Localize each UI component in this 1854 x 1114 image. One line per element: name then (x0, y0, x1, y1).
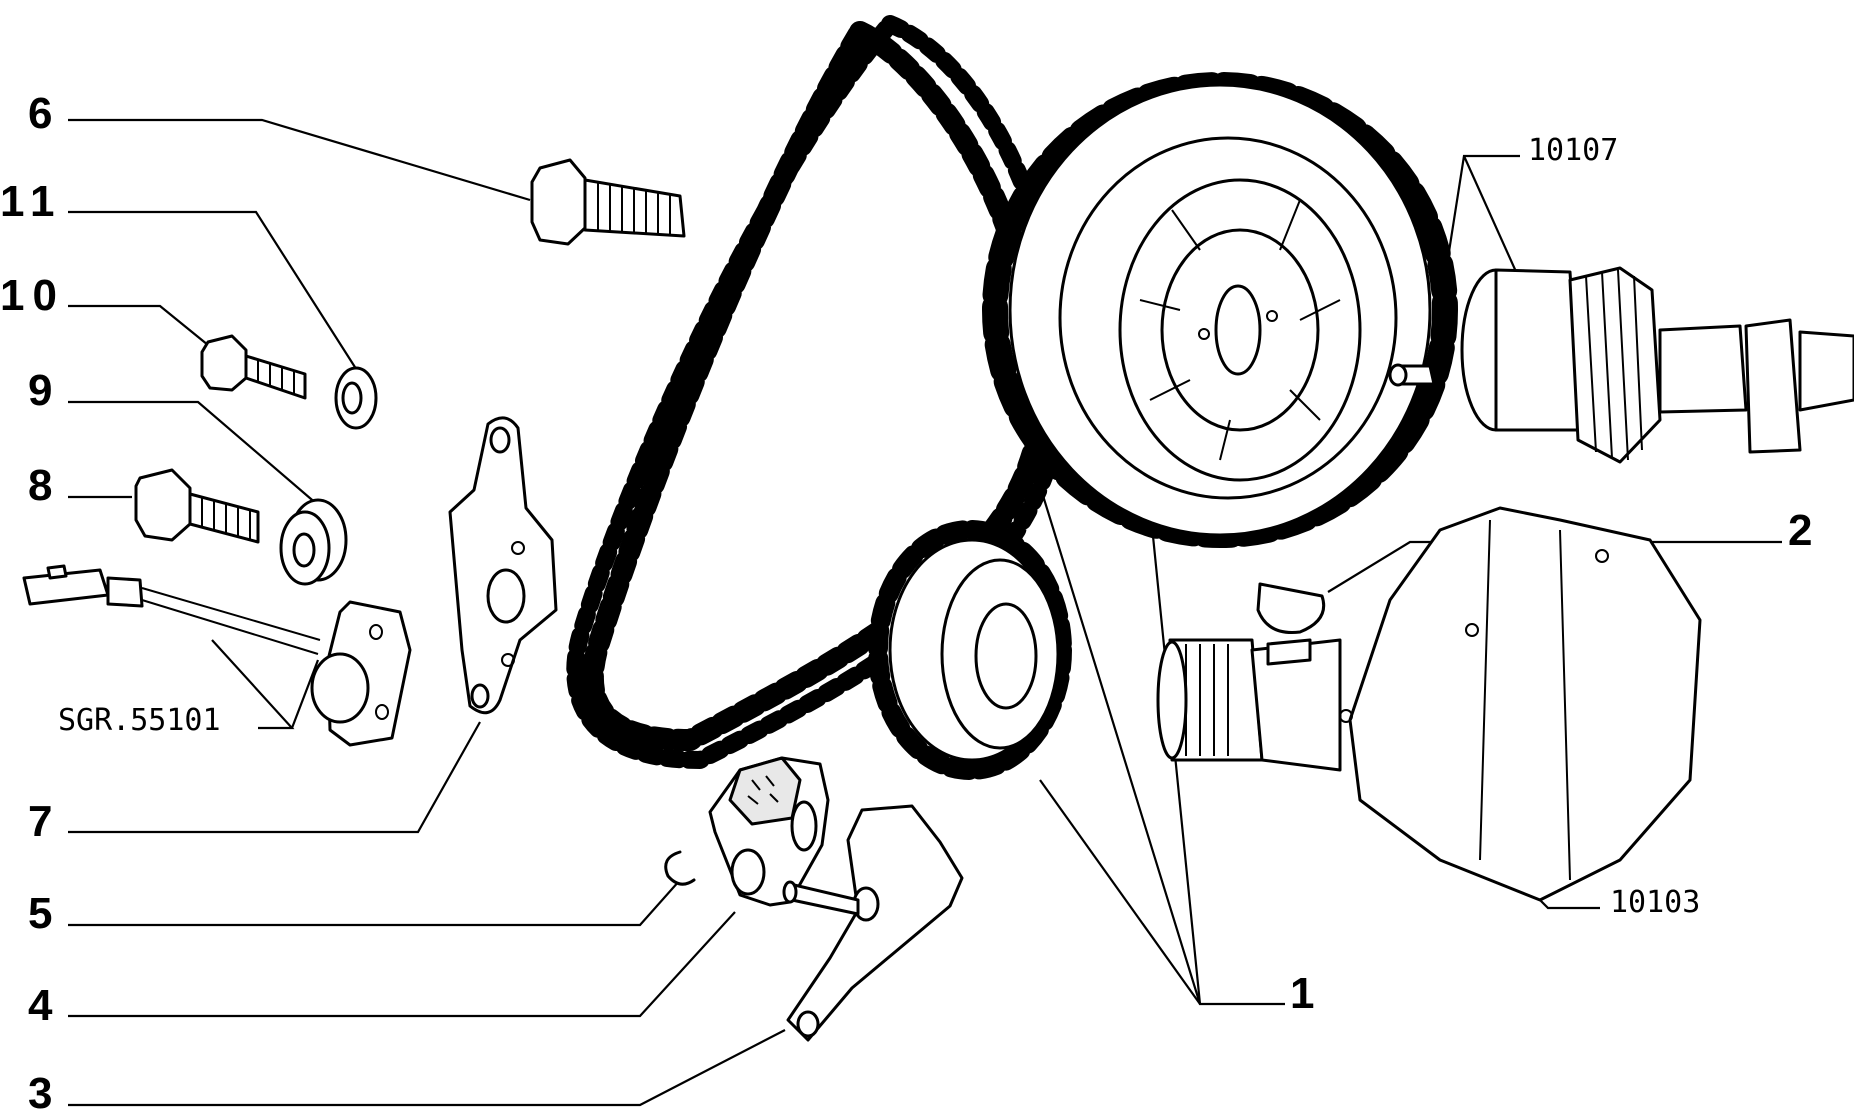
camshaft (1460, 266, 1854, 464)
leader-lines (68, 107, 1782, 1107)
leader-9 (68, 400, 319, 506)
leader-6 (68, 118, 531, 202)
callout-6: 6 (28, 89, 60, 138)
bolt-8 (134, 468, 260, 544)
leader-10 (68, 304, 209, 346)
callout-7: 7 (28, 797, 60, 846)
callout-5: 5 (28, 889, 60, 938)
sensor-with-cable (22, 564, 412, 747)
ref-sgr-55101: SGR.55101 (58, 703, 221, 738)
callout-11: 11 (0, 177, 63, 226)
leader-2 (1327, 540, 1782, 593)
leader-10107b (1462, 155, 1524, 286)
leader-4 (68, 911, 736, 1018)
callout-3: 3 (28, 1069, 60, 1114)
callout-10: 10 (0, 271, 65, 320)
leader-11 (68, 210, 361, 376)
bracket-plate-7 (448, 416, 558, 715)
leader-1c (1039, 779, 1201, 1005)
callout-8: 8 (28, 461, 60, 510)
cam-sprocket (982, 72, 1458, 548)
bolt-10 (200, 334, 307, 400)
crankshaft (1156, 506, 1702, 902)
callout-2: 2 (1788, 506, 1820, 555)
callout-4: 4 (28, 981, 60, 1030)
bolt-6 (530, 158, 686, 246)
tensioner-arm-3 (782, 804, 964, 1042)
crank-sprocket (868, 520, 1072, 780)
washer-11 (334, 366, 378, 430)
spacer-9 (279, 498, 348, 586)
dowel-pin (1388, 363, 1436, 387)
callout-1: 1 (1290, 969, 1322, 1018)
tensioner-4 (708, 756, 830, 907)
clip-5 (664, 850, 696, 886)
leader-7 (68, 721, 481, 834)
leader-3 (68, 1029, 786, 1107)
callout-9: 9 (28, 366, 60, 415)
woodruff-key-2 (1256, 582, 1326, 635)
leader-sgr-b (290, 659, 320, 729)
ref-10107: 10107 (1528, 133, 1618, 168)
leader-5 (68, 879, 681, 927)
leader-sgr (211, 639, 295, 730)
ref-10103: 10103 (1610, 885, 1700, 920)
